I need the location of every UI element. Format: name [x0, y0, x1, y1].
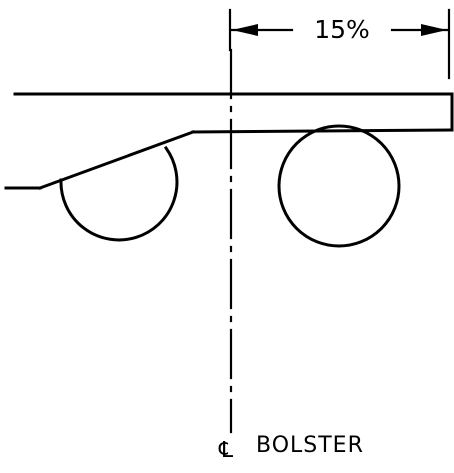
centerline-symbol: ℄: [218, 438, 234, 463]
centerline-label: BOLSTER: [256, 433, 364, 458]
right-wheel: [277, 124, 401, 248]
dimension-arrow-left: [232, 24, 258, 36]
bolster-body: [4, 92, 454, 190]
left-wheel: [59, 145, 179, 242]
dimension-arrow-right: [421, 24, 447, 36]
dimension-line: [230, 24, 449, 36]
dimension-label: 15%: [314, 15, 370, 44]
